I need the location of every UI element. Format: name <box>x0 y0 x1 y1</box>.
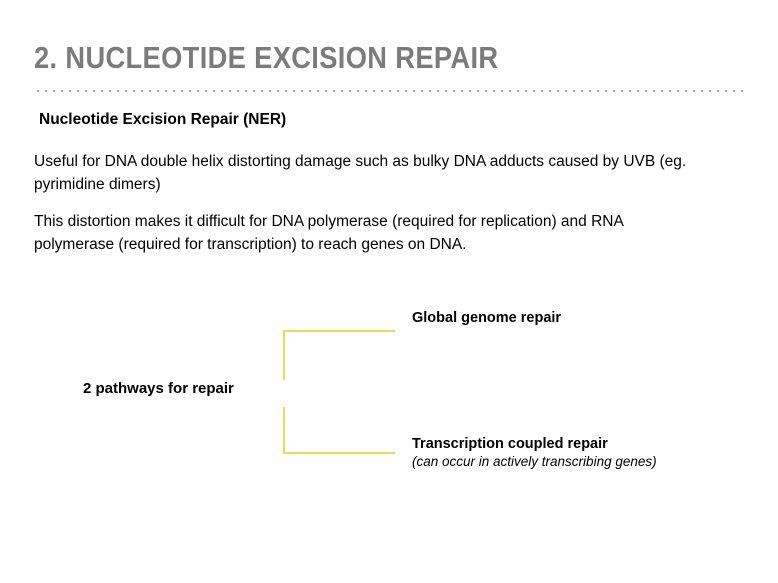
bracket-bottom-branch-line <box>282 406 396 455</box>
page-title: 2. NUCLEOTIDE EXCISION REPAIR <box>34 40 499 75</box>
diagram-source-label: 2 pathways for repair <box>83 380 234 397</box>
section-subtitle: Nucleotide Excision Repair (NER) <box>39 111 287 128</box>
diagram-branch-label-transcription-coupled-repair: Transcription coupled repair <box>412 436 608 452</box>
diagram-branch-note-transcription-coupled-repair: (can occur in actively transcribing gene… <box>412 454 657 469</box>
paragraph-1: Useful for DNA double helix distorting d… <box>34 153 687 193</box>
bracket-top-branch-line <box>282 329 396 381</box>
paragraph-2: This distortion makes it difficult for D… <box>34 213 623 253</box>
dotted-divider <box>34 90 746 92</box>
diagram-branch-label-global-genome-repair: Global genome repair <box>412 310 562 326</box>
